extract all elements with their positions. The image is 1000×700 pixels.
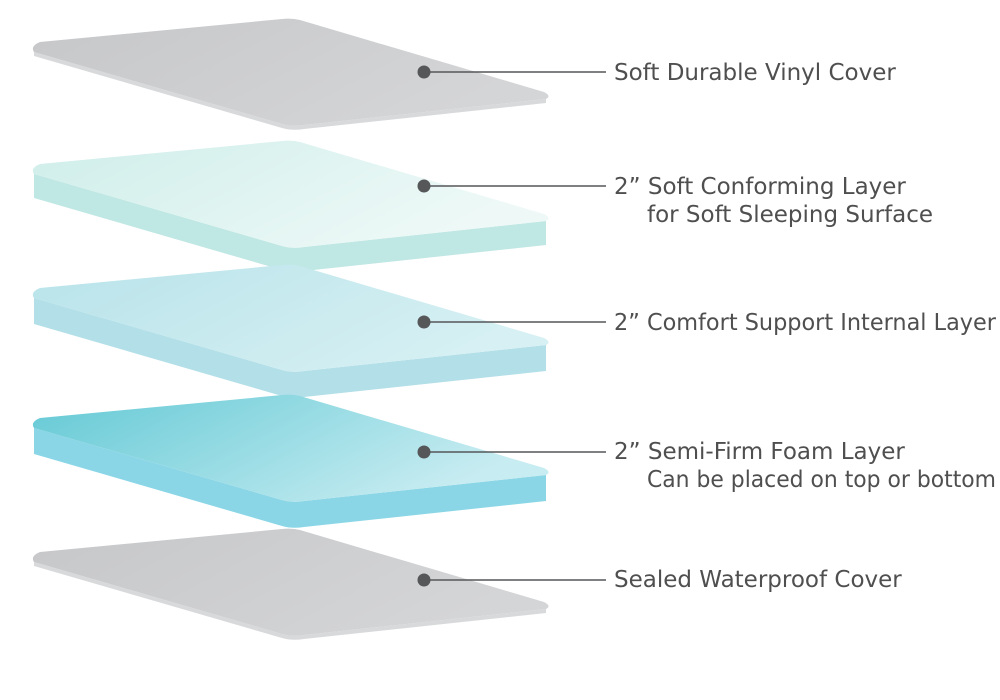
- layer-label: Soft Durable Vinyl Cover: [614, 60, 896, 86]
- layer-soft-conforming-edge: [34, 174, 546, 272]
- layer-soft-conforming: [32, 140, 549, 272]
- callout-waterproof-cover: Sealed Waterproof Cover: [417, 567, 902, 593]
- layer-waterproof-cover: [32, 528, 549, 640]
- layer-semi-firm: [32, 394, 549, 528]
- layer-semi-firm-top: [32, 394, 549, 502]
- layer-label: 2” Soft Conforming Layer: [614, 174, 906, 200]
- callout-vinyl-cover: Soft Durable Vinyl Cover: [417, 60, 896, 86]
- layer-comfort-support-edge: [34, 298, 546, 398]
- layer-comfort-support: [32, 264, 549, 398]
- callout-dot-icon: [417, 445, 431, 459]
- layer-sublabel: Can be placed on top or bottom: [647, 467, 996, 493]
- layer-comfort-support-top: [32, 264, 549, 372]
- callout-dot-icon: [417, 573, 431, 587]
- callout-dot-icon: [417, 65, 431, 79]
- layer-waterproof-cover-top: [32, 528, 549, 636]
- callout-dot-icon: [417, 179, 431, 193]
- layer-sublabel: for Soft Sleeping Surface: [647, 202, 933, 228]
- layer-label: 2” Comfort Support Internal Layer: [614, 310, 997, 336]
- layers-group: [32, 18, 549, 640]
- layer-vinyl-cover-top: [32, 18, 549, 126]
- layer-label: 2” Semi-Firm Foam Layer: [614, 439, 905, 465]
- layer-soft-conforming-top: [32, 140, 549, 248]
- callouts-group: Soft Durable Vinyl Cover 2” Soft Conformi…: [417, 60, 997, 593]
- callout-dot-icon: [417, 315, 431, 329]
- layer-vinyl-cover: [32, 18, 549, 130]
- callout-comfort-support: 2” Comfort Support Internal Layer: [417, 310, 997, 336]
- layer-label: Sealed Waterproof Cover: [614, 567, 902, 593]
- layer-semi-firm-edge: [34, 428, 546, 528]
